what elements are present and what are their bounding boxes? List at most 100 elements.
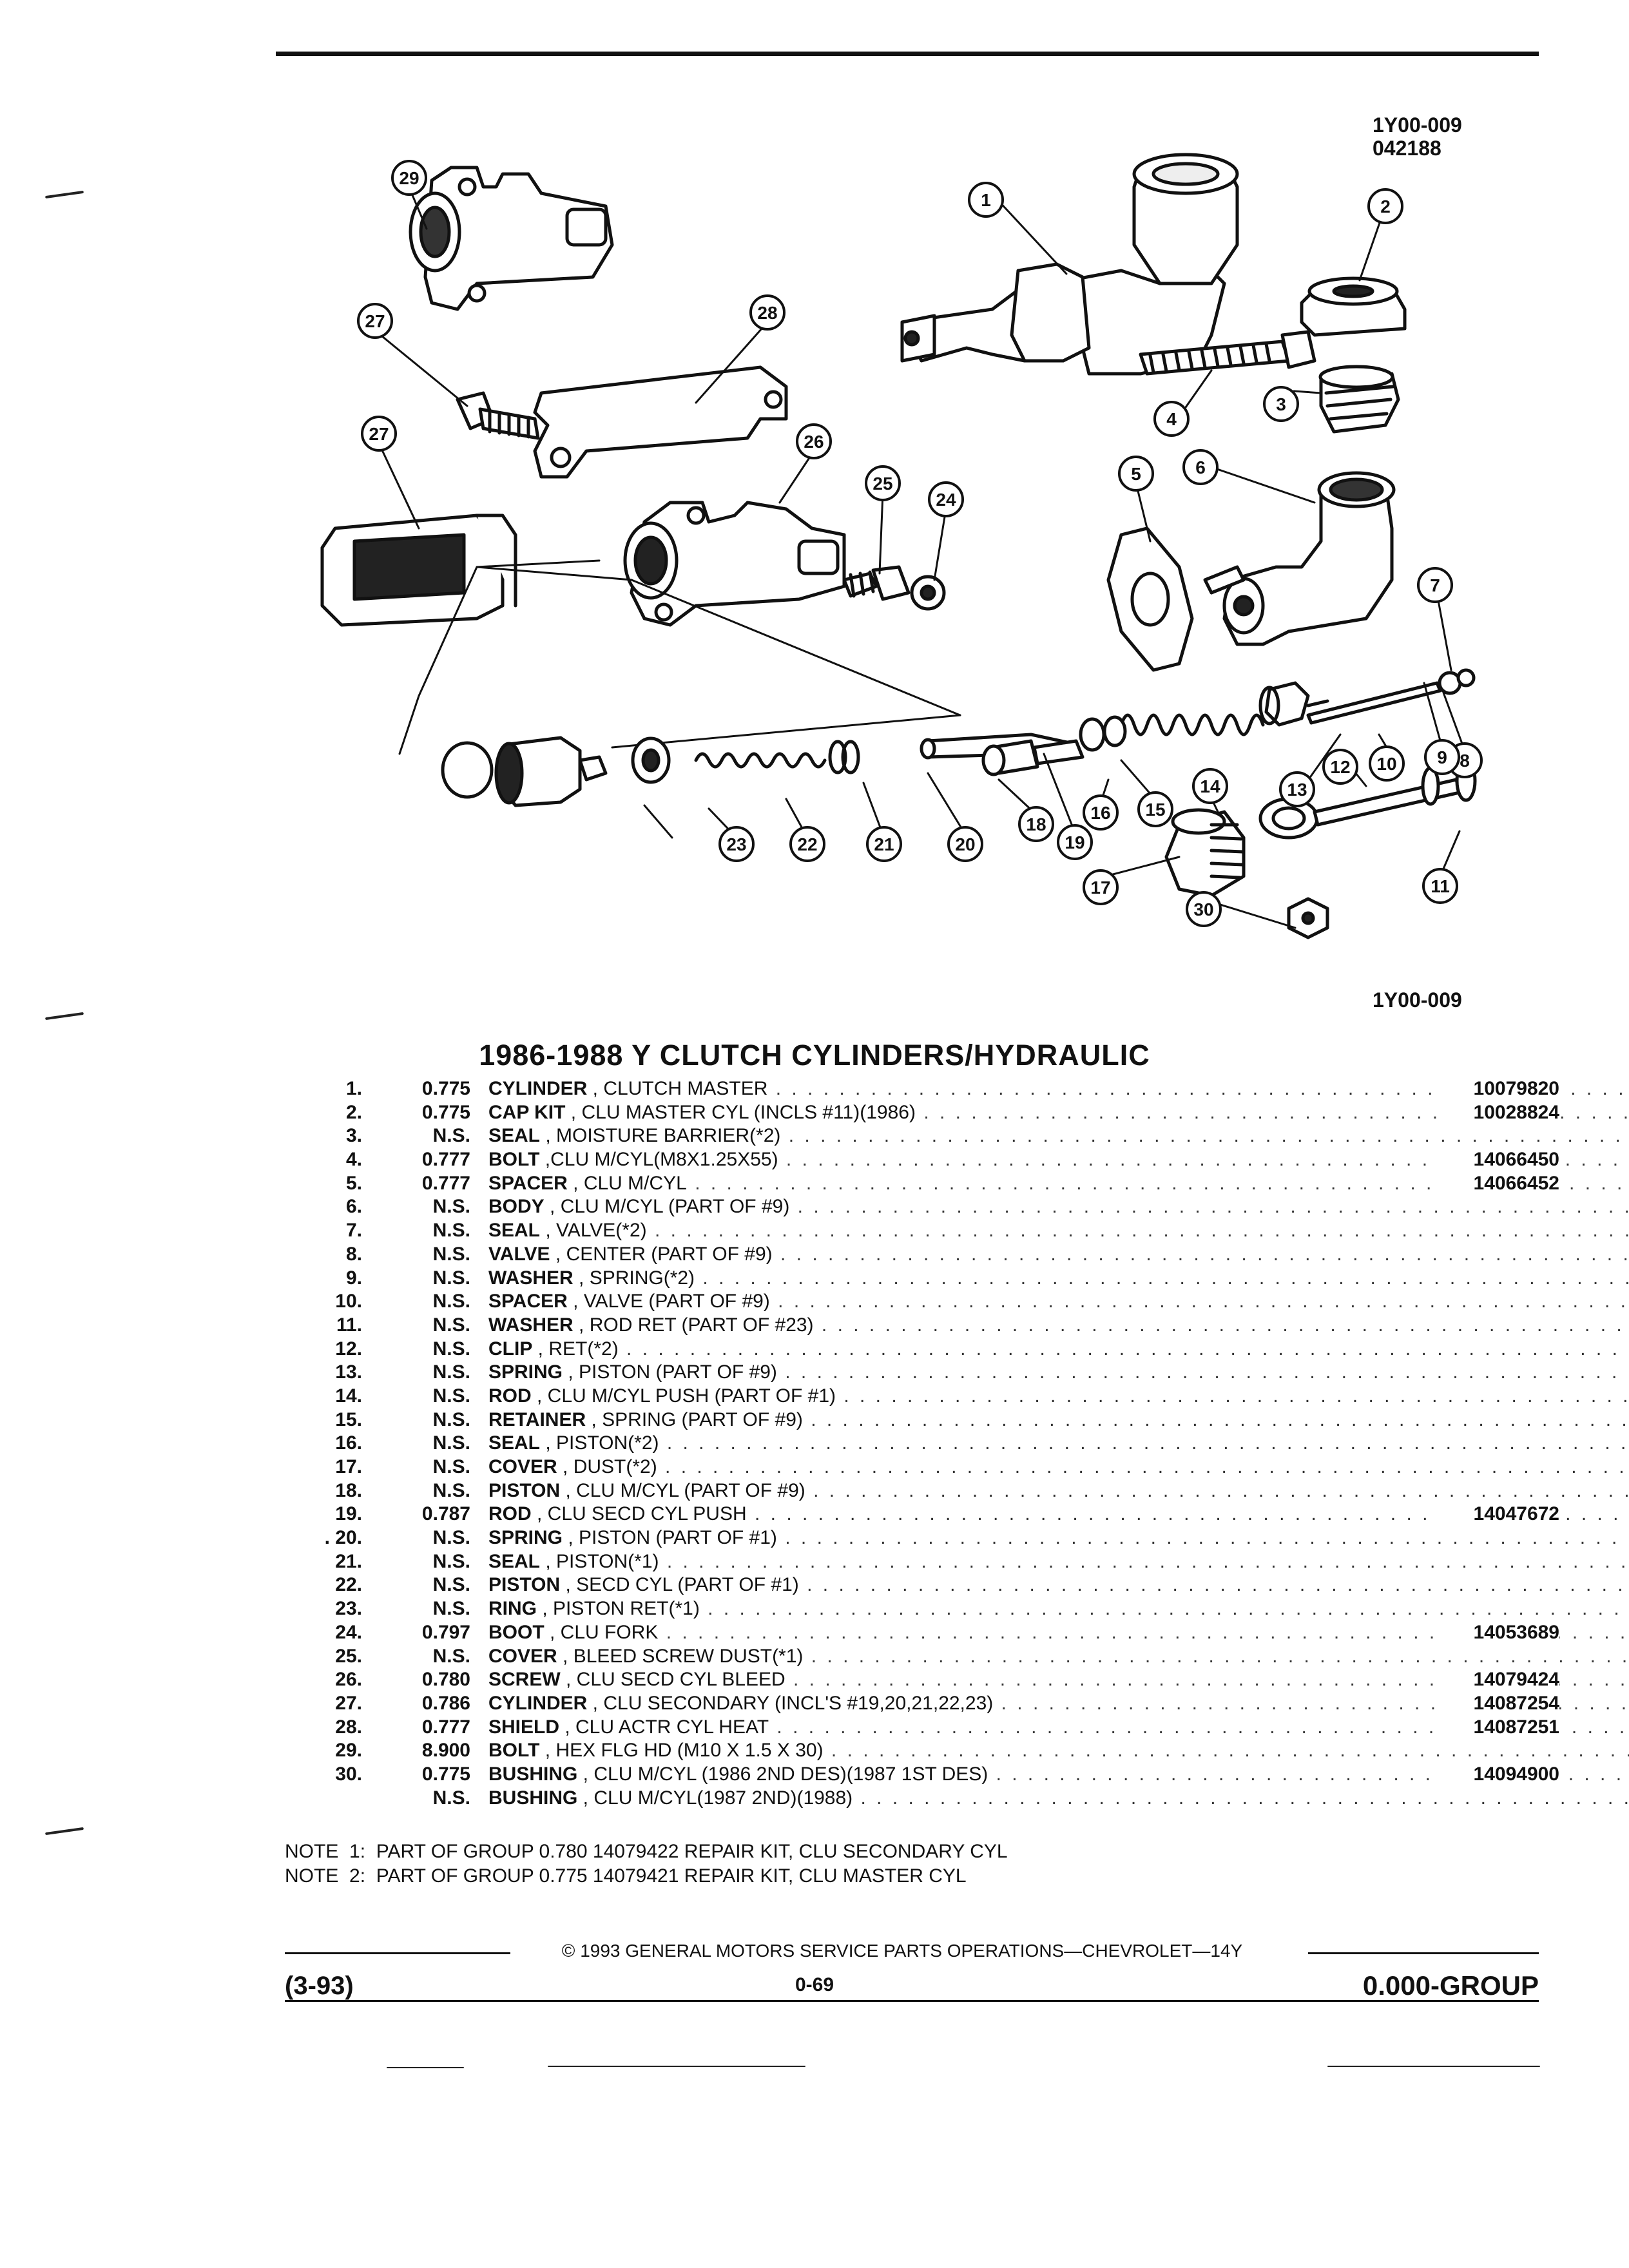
parts-row: 22.N.S.PISTON , SECD CYL (PART OF #1) . …: [284, 1573, 1629, 1597]
item-number: 30.: [335, 1763, 362, 1785]
part-detail: , VALVE(*2): [540, 1220, 647, 1242]
svg-text:9: 9: [1437, 747, 1447, 767]
part-detail: , VALVE (PART OF #9): [567, 1291, 770, 1312]
part-number: 14079424: [1437, 1668, 1559, 1692]
master-cylinder-body-part: [1203, 471, 1396, 646]
svg-text:25: 25: [872, 474, 892, 494]
footer-bottom-rule: [285, 2000, 1539, 2002]
master-dust-cover-part: [1164, 808, 1246, 898]
svg-text:23: 23: [726, 834, 746, 854]
callout-9: 9: [1424, 739, 1460, 775]
part-name: CLIP: [488, 1338, 533, 1360]
svg-text:13: 13: [1287, 780, 1307, 800]
part-description: COVER , BLEED SCREW DUST(*1) . . . . . .…: [488, 1645, 1629, 1667]
svg-text:2: 2: [1380, 197, 1391, 216]
item-number: 3.: [345, 1125, 362, 1147]
group-number: N.S.: [432, 1314, 470, 1336]
note-1: NOTE 1: PART OF GROUP 0.780 14079422 REP…: [285, 1841, 1008, 1862]
part-name: WASHER: [488, 1267, 574, 1289]
parts-row: 21.N.S.SEAL , PISTON(*1) . . . . . . . .…: [284, 1550, 1629, 1574]
top-rule: [276, 52, 1539, 56]
part-number: 14047672: [1437, 1503, 1559, 1527]
callout-27: 27: [361, 416, 397, 452]
part-name: CAP KIT: [488, 1101, 566, 1123]
svg-text:28: 28: [757, 303, 777, 323]
part-detail: , CLU SECONDARY (INCL'S #19,20,21,22,23): [587, 1692, 994, 1714]
group-number: 0.775: [421, 1763, 470, 1785]
master-piston-part: [981, 715, 1127, 776]
part-name: SPACER: [488, 1172, 568, 1194]
svg-text:27: 27: [365, 311, 385, 331]
svg-text:14: 14: [1200, 776, 1220, 796]
group-number: N.S.: [432, 1196, 470, 1218]
callout-16: 16: [1083, 794, 1119, 831]
scan-mark: [45, 190, 84, 199]
group-number: 0.777: [421, 1716, 470, 1738]
group-number: N.S.: [432, 1645, 470, 1667]
part-description: SPRING , PISTON (PART OF #9) . . . . . .…: [488, 1361, 1629, 1383]
item-number: 7.: [345, 1220, 362, 1242]
master-cylinder-spacer-part: [1106, 526, 1194, 672]
part-detail: , RET(*2): [532, 1338, 619, 1360]
group-number: N.S.: [432, 1598, 470, 1620]
group-number: N.S.: [432, 1550, 470, 1572]
item-number: 28.: [335, 1716, 362, 1738]
item-number: 2.: [345, 1101, 362, 1123]
part-name: RING: [488, 1598, 537, 1620]
parts-row: 18.N.S.PISTON , CLU M/CYL (PART OF #9) .…: [284, 1479, 1629, 1503]
scan-mark: [1327, 2066, 1540, 2067]
part-detail: , SPRING(*2): [573, 1267, 695, 1289]
svg-text:6: 6: [1195, 457, 1206, 477]
svg-text:11: 11: [1431, 876, 1450, 896]
svg-text:21: 21: [874, 834, 894, 854]
secondary-seal-part: [631, 736, 671, 784]
part-description: PISTON , CLU M/CYL (PART OF #9) . . . . …: [488, 1479, 1629, 1501]
part-name: BOLT: [488, 1740, 540, 1762]
reference-date: 042188: [1373, 137, 1441, 160]
svg-text:24: 24: [936, 490, 956, 510]
master-push-rod-part: [1258, 760, 1477, 840]
item-number: 9.: [345, 1267, 362, 1289]
callout-3: 3: [1263, 386, 1299, 422]
callout-22: 22: [789, 826, 825, 862]
group-number: 0.780: [421, 1669, 470, 1691]
part-name: CYLINDER: [488, 1078, 588, 1099]
scan-mark: [548, 2066, 805, 2067]
exploded-parts-diagram: 1234567891011121314151617181920212223242…: [320, 153, 1483, 939]
part-detail: , DUST(*2): [557, 1456, 657, 1477]
svg-text:27: 27: [369, 424, 389, 444]
group-number: N.S.: [432, 1456, 470, 1477]
group-number: N.S.: [432, 1291, 470, 1312]
part-name: PISTON: [488, 1479, 561, 1501]
part-detail: , PISTON(*2): [540, 1432, 659, 1454]
callout-30: 30: [1186, 891, 1222, 927]
part-description: SEAL , VALVE(*2) . . . . . . . . . . . .…: [488, 1220, 1629, 1242]
item-number: 12.: [335, 1338, 362, 1360]
item-number: 11.: [336, 1314, 362, 1336]
footer-copyright: © 1993 GENERAL MOTORS SERVICE PARTS OPER…: [561, 1941, 1243, 1961]
parts-row: N.S.BUSHING , CLU M/CYL(1987 2ND)(1988) …: [284, 1787, 1629, 1811]
group-number: N.S.: [432, 1267, 470, 1289]
part-name: VALVE: [488, 1243, 550, 1265]
part-description: CLIP , RET(*2) . . . . . . . . . . . . .…: [488, 1338, 1629, 1360]
notes: NOTE 1: PART OF GROUP 0.780 14079422 REP…: [285, 1840, 1008, 1888]
group-number: 0.797: [421, 1621, 470, 1643]
callout-7: 7: [1417, 567, 1453, 603]
part-detail: , CLU M/CYL (PART OF #9): [560, 1479, 805, 1501]
group-number: 8.900: [421, 1740, 470, 1762]
part-number: 14094900: [1437, 1762, 1559, 1787]
part-name: ROD: [488, 1503, 532, 1525]
group-number: N.S.: [432, 1338, 470, 1360]
part-detail: , ROD RET (PART OF #23): [573, 1314, 814, 1336]
callout-5: 5: [1118, 456, 1154, 492]
callout-4: 4: [1153, 401, 1190, 437]
part-name: BUSHING: [488, 1787, 578, 1809]
callout-11: 11: [1422, 868, 1458, 904]
part-detail: , CLU MASTER CYL (INCLS #11)(1986): [565, 1101, 916, 1123]
svg-text:12: 12: [1330, 757, 1350, 777]
